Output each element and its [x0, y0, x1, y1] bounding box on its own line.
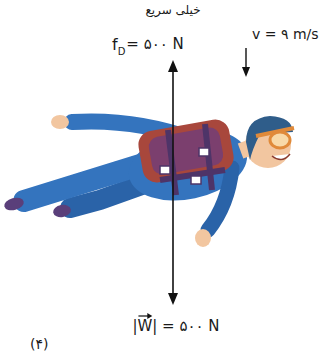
velocity-label: v = ۹ m/s	[252, 26, 319, 42]
figure-number: (۴)	[30, 336, 48, 352]
figure-part	[3, 196, 25, 213]
figure-part	[24, 165, 140, 201]
figure-part	[191, 176, 201, 184]
title: خیلی سریع	[145, 4, 200, 18]
arrowhead	[242, 67, 250, 77]
force-arrows	[138, 48, 250, 319]
arrowhead	[168, 293, 178, 305]
force-value: = ۵۰۰ N	[126, 36, 184, 53]
figure-part	[52, 204, 72, 219]
figure-part	[147, 126, 225, 176]
weight-label: |W| = ۵۰۰ N	[132, 318, 219, 335]
figure-part	[136, 117, 236, 184]
head	[238, 116, 294, 168]
figure-part	[160, 166, 170, 174]
figure-part	[199, 148, 209, 156]
figure-part	[51, 115, 69, 129]
legs	[3, 165, 150, 218]
arrowhead	[168, 60, 178, 72]
figure-part	[246, 116, 293, 160]
subscript: D	[118, 46, 126, 58]
figure-part	[168, 130, 176, 195]
figure-part	[205, 124, 212, 190]
figure-part	[272, 154, 290, 160]
velocity-line	[245, 48, 246, 70]
figure-part	[270, 132, 290, 148]
force-symbol: f	[112, 36, 118, 54]
force-line	[172, 66, 174, 299]
backpack	[136, 117, 236, 195]
figure-part	[195, 229, 211, 247]
